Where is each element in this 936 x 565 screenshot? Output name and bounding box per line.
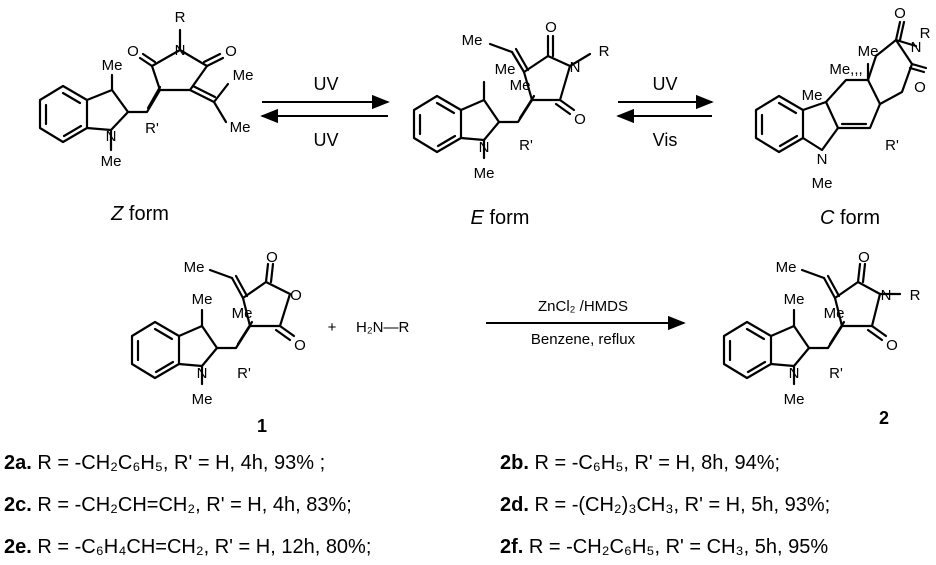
z-imide-n-atom: N	[175, 42, 186, 59]
compound-1-structure	[130, 262, 296, 386]
c1-n-atom: N	[197, 365, 208, 382]
z-rprime-atom: R'	[145, 120, 159, 137]
product-2f-text: R = -CH₂C₆H₅, R' = CH₃, 5h, 95%	[529, 536, 828, 558]
c1-me-atom-1: Me	[184, 259, 205, 276]
compound-2-label: 2	[879, 408, 889, 428]
arrow-vis-backward-2: Vis	[653, 130, 678, 150]
c-n-atom: N	[817, 151, 828, 168]
arrow-uv-backward-1: UV	[313, 130, 338, 150]
z-form-word: form	[129, 203, 169, 225]
arrow-uv-forward-1: UV	[313, 74, 338, 94]
product-2f-id: 2f.	[500, 536, 523, 558]
c-rprime-atom: R'	[885, 137, 899, 154]
product-2d-text: R = -(CH₂)₃CH₃, R' = H, 5h, 93%;	[534, 494, 830, 516]
product-2e-text: R = -C₆H₄CH=CH₂, R' = H, 12h, 80%;	[37, 536, 371, 558]
e-imide-n-atom: N	[570, 59, 581, 76]
c-o-atom-bottom: O	[914, 79, 926, 96]
z-form-letter: Z	[110, 203, 124, 225]
c1-o-atom-top: O	[266, 249, 278, 266]
product-2e-id: 2e.	[4, 536, 32, 558]
c1-me-atom-2: Me	[192, 291, 213, 308]
e-form-label: E form	[471, 207, 530, 229]
z-o-atom-left: O	[127, 43, 139, 60]
z-me-atom-3: Me	[230, 119, 251, 136]
c-form-label: C form	[820, 207, 880, 229]
c2-n-atom: N	[789, 365, 800, 382]
product-2c-id: 2c.	[4, 494, 32, 516]
c-me-atom-1: Me	[802, 87, 823, 104]
c1-rprime-atom: R'	[237, 365, 251, 382]
c1-o-atom-bottom: O	[294, 337, 306, 354]
product-2e-entry: 2e. R = -C₆H₄CH=CH₂, R' = H, 12h, 80%;	[4, 536, 371, 558]
product-2f-entry: 2f. R = -CH₂C₆H₅, R' = CH₃, 5h, 95%	[500, 536, 828, 558]
amine-reagent: H₂N—R	[356, 319, 409, 336]
z-form-label: Z form	[110, 203, 169, 225]
c2-me-atom-1: Me	[776, 259, 797, 276]
z-me-atom: Me	[102, 57, 123, 74]
c-o-atom-top: O	[894, 5, 906, 22]
solvent-label: Benzene, reflux	[531, 331, 636, 348]
product-2b-id: 2b.	[500, 452, 529, 474]
product-2b-entry: 2b. R = -C₆H₅, R' = H, 8h, 94%;	[500, 452, 780, 474]
plus-sign: +	[328, 319, 337, 336]
e-rprime-atom: R'	[519, 137, 533, 154]
c2-me-atom-2: Me	[784, 291, 805, 308]
c-r-atom: R	[920, 25, 931, 42]
c2-n-me-atom: Me	[784, 391, 805, 408]
arrow-uv-forward-2: UV	[652, 74, 677, 94]
e-me-atom-2: Me	[495, 61, 516, 78]
equilibrium-arrows-e-c	[616, 94, 714, 124]
z-o-atom-right: O	[225, 43, 237, 60]
z-n-atom: N	[106, 128, 117, 145]
e-me-atom-3: Me	[510, 77, 531, 94]
c2-me-atom-3: Me	[824, 305, 845, 322]
c-me-wedge-label: Me,,,	[829, 61, 862, 78]
c-form-structure	[754, 20, 928, 154]
c-form-letter: C	[820, 207, 835, 229]
product-2d-id: 2d.	[500, 494, 529, 516]
product-2a-entry: 2a. R = -CH₂C₆H₅, R' = H, 4h, 93% ;	[4, 452, 325, 474]
e-n-me-atom: Me	[474, 165, 495, 182]
c-form-word: form	[840, 207, 880, 229]
product-2b-text: R = -C₆H₅, R' = H, 8h, 94%;	[534, 452, 780, 474]
c-me-atom-2: Me	[858, 43, 879, 60]
z-form-structure	[38, 28, 230, 152]
product-2d-entry: 2d. R = -(CH₂)₃CH₃, R' = H, 5h, 93%;	[500, 494, 830, 516]
e-r-atom: R	[599, 43, 610, 60]
product-2c-entry: 2c. R = -CH₂CH=CH₂, R' = H, 4h, 83%;	[4, 494, 352, 516]
product-2a-text: R = -CH₂C₆H₅, R' = H, 4h, 93% ;	[37, 452, 325, 474]
c2-imide-n-atom: N	[881, 287, 892, 304]
catalyst-label: ZnCl₂ /HMDS	[538, 298, 628, 315]
c2-o-atom-top: O	[858, 249, 870, 266]
c2-o-atom-bottom: O	[886, 337, 898, 354]
e-o-atom-bottom: O	[574, 111, 586, 128]
equilibrium-arrows-z-e	[260, 94, 390, 124]
compound-2-structure	[722, 262, 902, 386]
e-form-structure	[412, 34, 592, 160]
c1-n-me-atom: Me	[192, 391, 213, 408]
e-n-atom: N	[479, 139, 490, 156]
c1-me-atom-3: Me	[232, 305, 253, 322]
product-2c-text: R = -CH₂CH=CH₂, R' = H, 4h, 83%;	[37, 494, 351, 516]
product-2a-id: 2a.	[4, 452, 32, 474]
e-me-atom-1: Me	[462, 32, 483, 49]
e-form-letter: E	[471, 207, 485, 229]
c1-o-atom-ring: O	[290, 287, 302, 304]
c-imide-n-atom: N	[911, 39, 922, 56]
c2-rprime-atom: R'	[829, 365, 843, 382]
c-n-me-atom: Me	[812, 175, 833, 192]
compound-1-label: 1	[257, 416, 267, 436]
e-form-word: form	[489, 207, 529, 229]
c2-r-atom: R	[910, 287, 921, 304]
z-r-atom: R	[175, 9, 186, 26]
z-me-atom-2: Me	[233, 67, 254, 84]
z-n-me-atom: Me	[101, 153, 122, 170]
e-o-atom-top: O	[545, 19, 557, 36]
